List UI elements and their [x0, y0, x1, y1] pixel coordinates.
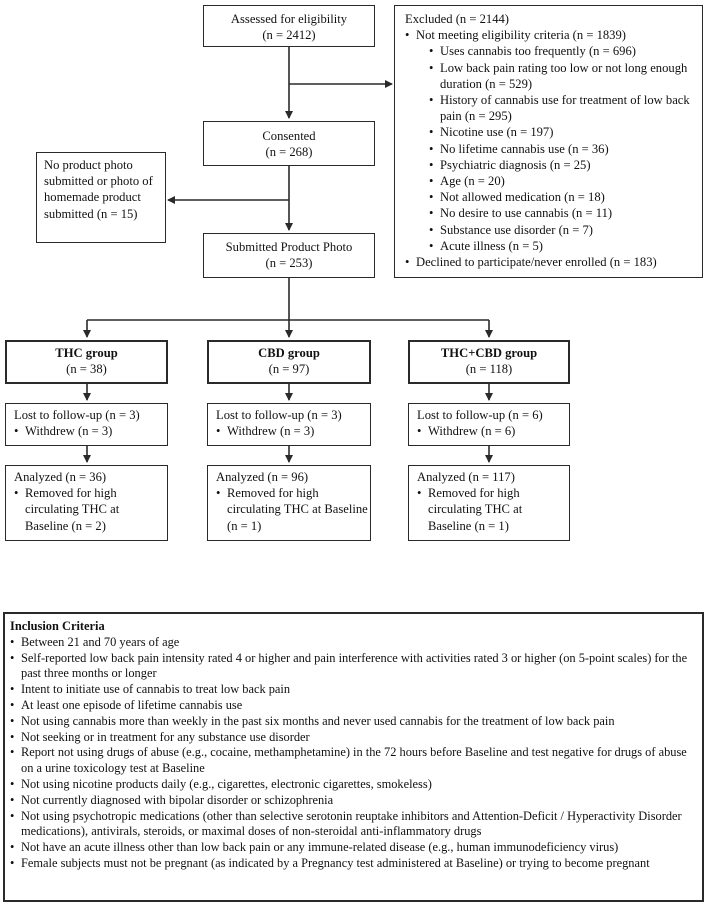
no-photo-text: No product photo submitted or photo of h… [44, 158, 153, 221]
excluded-reason: Uses cannabis too frequently (n = 696) [416, 43, 698, 59]
thc-lost-box: Lost to follow-up (n = 3) Withdrew (n = … [5, 403, 168, 446]
inclusion-item: At least one episode of lifetime cannabi… [10, 698, 698, 714]
consented-count: (n = 268) [265, 145, 313, 160]
excluded-reason: Low back pain rating too low or not long… [416, 60, 698, 92]
thccbd-analyzed-box: Analyzed (n = 117) Removed for high circ… [408, 465, 570, 541]
group-name: THC group [55, 346, 118, 360]
excluded-reason: History of cannabis use for treatment of… [416, 92, 698, 124]
excluded-reason: Acute illness (n = 5) [416, 238, 698, 254]
thc-analyzed-box: Analyzed (n = 36) Removed for high circu… [5, 465, 168, 541]
group-count: (n = 118) [465, 362, 513, 377]
withdrew-text: Withdrew (n = 3) [216, 423, 368, 439]
excluded-reason: No desire to use cannabis (n = 11) [416, 205, 698, 221]
cbd-group-box: CBD group (n = 97) [207, 340, 371, 384]
excluded-declined: Declined to participate/never enrolled (… [405, 254, 698, 270]
analyzed-text: Analyzed (n = 96) [216, 470, 309, 484]
inclusion-item: Not have an acute illness other than low… [10, 840, 698, 856]
submitted-count: (n = 253) [265, 256, 313, 271]
inclusion-item: Not currently diagnosed with bipolar dis… [10, 793, 698, 809]
no-photo-box: No product photo submitted or photo of h… [36, 152, 166, 243]
excluded-reason: Age (n = 20) [416, 173, 698, 189]
inclusion-item: Intent to initiate use of cannabis to tr… [10, 682, 698, 698]
excluded-reason: Psychiatric diagnosis (n = 25) [416, 157, 698, 173]
excluded-title: Excluded (n = 2144) [405, 12, 509, 26]
cbd-analyzed-box: Analyzed (n = 96) Removed for high circu… [207, 465, 371, 541]
thccbd-group-box: THC+CBD group (n = 118) [408, 340, 570, 384]
thccbd-lost-box: Lost to follow-up (n = 6) Withdrew (n = … [408, 403, 570, 446]
excluded-reason: Nicotine use (n = 197) [416, 124, 698, 140]
inclusion-item: Report not using drugs of abuse (e.g., c… [10, 745, 698, 777]
withdrew-text: Withdrew (n = 6) [417, 423, 567, 439]
analyzed-text: Analyzed (n = 36) [14, 470, 107, 484]
consented-title: Consented [262, 129, 316, 143]
inclusion-item: Not using cannabis more than weekly in t… [10, 714, 698, 730]
inclusion-title: Inclusion Criteria [10, 619, 105, 633]
group-name: CBD group [258, 346, 320, 360]
cbd-lost-box: Lost to follow-up (n = 3) Withdrew (n = … [207, 403, 371, 446]
assessed-box: Assessed for eligibility (n = 2412) [203, 5, 375, 47]
inclusion-item: Not using nicotine products daily (e.g.,… [10, 777, 698, 793]
excluded-box: Excluded (n = 2144) Not meeting eligibil… [394, 5, 703, 278]
excluded-reasons-list: Uses cannabis too frequently (n = 696) L… [416, 43, 698, 254]
inclusion-item: Female subjects must not be pregnant (as… [10, 856, 698, 872]
excluded-not-meeting: Not meeting eligibility criteria (n = 18… [405, 27, 698, 254]
inclusion-item: Not seeking or in treatment for any subs… [10, 730, 698, 746]
submitted-title: Submitted Product Photo [225, 240, 353, 254]
removed-text: Removed for high circulating THC at Base… [216, 485, 368, 534]
consented-box: Consented (n = 268) [203, 121, 375, 166]
excluded-reason: Substance use disorder (n = 7) [416, 222, 698, 238]
inclusion-item: Not using psychotropic medications (othe… [10, 809, 698, 841]
inclusion-item: Between 21 and 70 years of age [10, 635, 698, 651]
group-count: (n = 97) [268, 362, 310, 377]
group-count: (n = 38) [66, 362, 107, 377]
thc-group-box: THC group (n = 38) [5, 340, 168, 384]
lost-text: Lost to follow-up (n = 3) [216, 408, 342, 422]
submitted-box: Submitted Product Photo (n = 253) [203, 233, 375, 278]
analyzed-text: Analyzed (n = 117) [417, 470, 515, 484]
lost-text: Lost to follow-up (n = 3) [14, 408, 140, 422]
assessed-count: (n = 2412) [262, 28, 316, 43]
inclusion-item: Self-reported low back pain intensity ra… [10, 651, 698, 683]
inclusion-criteria-box: Inclusion Criteria Between 21 and 70 yea… [3, 612, 704, 902]
withdrew-text: Withdrew (n = 3) [14, 423, 165, 439]
removed-text: Removed for high circulating THC at Base… [417, 485, 567, 534]
group-name: THC+CBD group [440, 346, 538, 360]
removed-text: Removed for high circulating THC at Base… [14, 485, 165, 534]
excluded-reason: No lifetime cannabis use (n = 36) [416, 141, 698, 157]
inclusion-list: Between 21 and 70 years of age Self-repo… [10, 635, 698, 872]
excluded-reason: Not allowed medication (n = 18) [416, 189, 698, 205]
lost-text: Lost to follow-up (n = 6) [417, 408, 543, 422]
assessed-title: Assessed for eligibility [230, 12, 348, 26]
